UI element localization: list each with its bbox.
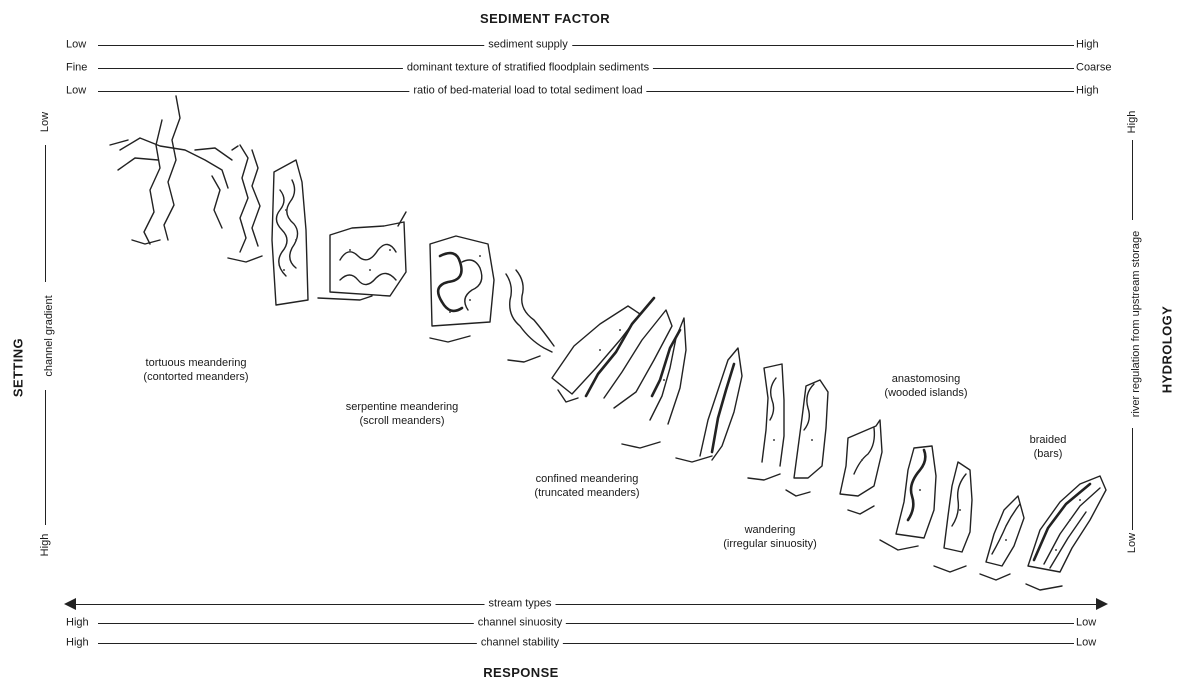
axis-right-end: Low bbox=[1076, 617, 1096, 630]
sketch-serpentine-1 bbox=[272, 160, 372, 305]
stream-type-wandering: wandering (irregular sinuosity) bbox=[723, 523, 817, 551]
sketch-serpentine-3 bbox=[430, 236, 554, 362]
sketch-wandering bbox=[748, 364, 882, 514]
stream-type-sub: (contorted meanders) bbox=[143, 370, 248, 384]
sketch-confined bbox=[552, 298, 742, 462]
stream-type-sub: (irregular sinuosity) bbox=[723, 537, 817, 551]
arrow-left-icon bbox=[64, 598, 76, 610]
axis-label: channel sinuosity bbox=[474, 617, 566, 630]
axis-label: channel stability bbox=[477, 637, 563, 650]
stream-type-serpentine-meandering: serpentine meandering (scroll meanders) bbox=[346, 400, 459, 428]
stream-type-braided: braided (bars) bbox=[1030, 433, 1067, 461]
stream-type-anastomosing: anastomosing (wooded islands) bbox=[884, 372, 967, 400]
axis-label: stream types bbox=[485, 598, 556, 611]
stream-type-name: confined meandering bbox=[534, 472, 639, 486]
stream-type-confined-meandering: confined meandering (truncated meanders) bbox=[534, 472, 639, 500]
stream-type-name: anastomosing bbox=[884, 372, 967, 386]
stream-type-name: wandering bbox=[723, 523, 817, 537]
response-title: RESPONSE bbox=[483, 666, 558, 680]
sketch-tortuous-meandering bbox=[110, 96, 232, 244]
stream-type-name: tortuous meandering bbox=[143, 356, 248, 370]
axis-left-end: High bbox=[66, 637, 89, 650]
stream-type-name: serpentine meandering bbox=[346, 400, 459, 414]
sketch-braided bbox=[1026, 476, 1106, 590]
axis-right-end: Low bbox=[1076, 637, 1096, 650]
stream-type-sub: (bars) bbox=[1030, 447, 1067, 461]
stream-type-sub: (truncated meanders) bbox=[534, 486, 639, 500]
axis-line bbox=[70, 604, 1102, 605]
stream-type-sub: (scroll meanders) bbox=[346, 414, 459, 428]
axis-line bbox=[98, 643, 1074, 644]
arrow-right-icon bbox=[1096, 598, 1108, 610]
axis-left-end: High bbox=[66, 617, 89, 630]
sketch-tortuous-meandering-2 bbox=[228, 145, 262, 262]
axis-line bbox=[98, 623, 1074, 624]
stream-type-sub: (wooded islands) bbox=[884, 386, 967, 400]
sketch-anastomosing bbox=[880, 446, 1024, 580]
sketch-serpentine-2 bbox=[330, 212, 406, 296]
stream-type-name: braided bbox=[1030, 433, 1067, 447]
stream-type-tortuous-meandering: tortuous meandering (contorted meanders) bbox=[143, 356, 248, 384]
